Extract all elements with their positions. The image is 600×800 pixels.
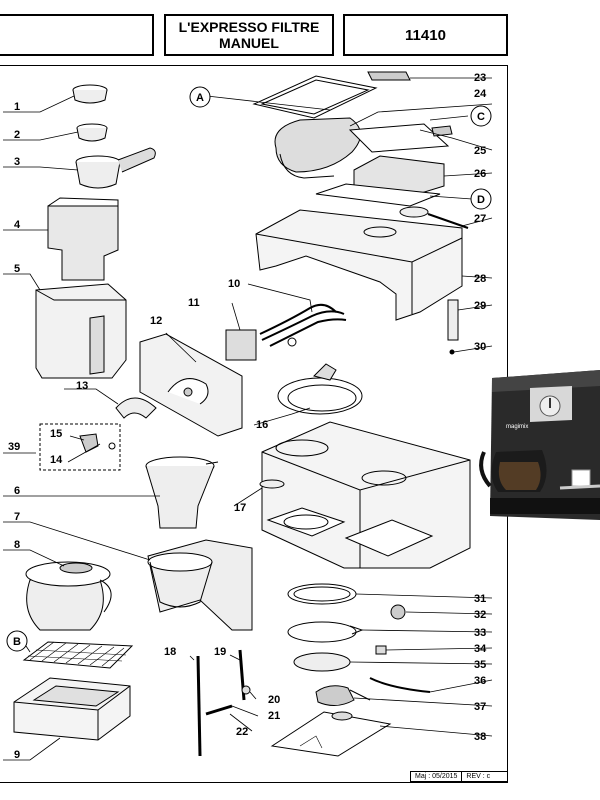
header-left-box (0, 14, 154, 56)
revision-footer: Maj : 05/2015 REV : c (410, 771, 508, 782)
part-4-drawing (47, 197, 119, 281)
part-37-drawing (315, 685, 371, 706)
part-20-drawing (241, 685, 251, 695)
part-number-7: 7 (14, 511, 20, 523)
product-photo: magimix (479, 370, 600, 520)
part-number-15: 15 (50, 428, 62, 440)
part-34-drawing (375, 645, 387, 655)
part-29-drawing (447, 299, 459, 341)
part-number-29: 29 (474, 300, 486, 312)
footer-rev: REV : c (466, 773, 491, 780)
svg-text:B: B (13, 636, 21, 648)
part-numbers: 1 2 3 4 5 6 7 8 9 10 11 12 13 14 15 16 1… (8, 72, 487, 761)
title-line-2: MANUEL (219, 35, 279, 51)
part-number-27: 27 (474, 213, 486, 225)
part-D-plate-drawing (315, 183, 441, 207)
part-17-drawing (259, 479, 285, 489)
letter-B-callout: B (6, 630, 28, 652)
part-number-21: 21 (268, 710, 280, 722)
part-number-9: 9 (14, 749, 20, 761)
part-2-drawing (76, 123, 108, 142)
part-number-30: 30 (474, 341, 486, 353)
part-35-drawing (293, 652, 351, 672)
part-number-22: 22 (236, 726, 248, 738)
letter-D-callout: D (470, 188, 492, 210)
part-16-drawing (277, 363, 363, 415)
part-number-19: 19 (214, 646, 226, 658)
part-number-1: 1 (14, 101, 20, 113)
part-12-drawing (139, 333, 243, 437)
part-number-24: 24 (474, 88, 487, 100)
part-25-drawing (431, 125, 453, 137)
part-28-drawing (255, 209, 463, 321)
base-drawing (261, 421, 471, 569)
part-number-8: 8 (14, 539, 20, 551)
part-number-13: 13 (76, 380, 88, 392)
part-33-drawing (287, 621, 364, 643)
part-number-2: 2 (14, 129, 20, 141)
part-number-10: 10 (228, 278, 240, 290)
part-number-4: 4 (14, 219, 21, 231)
part-number-33: 33 (474, 627, 486, 639)
part-number-20: 20 (268, 694, 280, 706)
part-number-23: 23 (474, 72, 486, 84)
part-number-6: 6 (14, 485, 20, 497)
part-number-31: 31 (474, 593, 486, 605)
part-number-39: 39 (8, 441, 20, 453)
part-number-37: 37 (474, 701, 486, 713)
part-7-drawing (147, 539, 253, 631)
part-number-38: 38 (474, 731, 486, 743)
part-A-lid-drawing (252, 75, 378, 119)
part-number-36: 36 (474, 675, 486, 687)
part-number-35: 35 (474, 659, 486, 671)
part-23-drawing (367, 71, 411, 81)
photo-brand-text: magimix (506, 424, 528, 430)
part-13-drawing (115, 397, 157, 419)
svg-text:C: C (477, 111, 485, 123)
part-5-drawing (35, 283, 127, 379)
letter-C-callout: C (470, 105, 492, 127)
part-24-drawing (274, 117, 361, 179)
part-number-32: 32 (474, 609, 486, 621)
part-1-drawing (72, 84, 108, 104)
document-title: L'EXPRESSO FILTRE MANUEL (164, 14, 334, 56)
leader-lines (3, 77, 493, 761)
title-line-1: L'EXPRESSO FILTRE (178, 19, 320, 35)
part-31-drawing (287, 583, 357, 605)
part-number-17: 17 (234, 502, 246, 514)
part-number-25: 25 (474, 145, 486, 157)
letter-A-callout: A (189, 86, 211, 108)
part-10-11-wiring-drawing (225, 303, 347, 361)
part-number-3: 3 (14, 156, 20, 168)
part-number-26: 26 (474, 168, 486, 180)
part-number-5: 5 (14, 263, 20, 275)
part-number-14: 14 (50, 454, 63, 466)
part-number-12: 12 (150, 315, 162, 327)
part-30-drawing (449, 349, 455, 355)
part-number-28: 28 (474, 273, 486, 285)
part-32-drawing (390, 604, 406, 620)
reference-number: 11410 (343, 14, 508, 56)
part-21-22-drawing (205, 704, 233, 716)
part-number-18: 18 (164, 646, 176, 658)
svg-text:A: A (196, 92, 204, 104)
part-number-11: 11 (188, 297, 200, 309)
footer-maj: Maj : 05/2015 (415, 773, 458, 780)
part-9-drawing (13, 677, 131, 741)
part-36-drawing (369, 677, 431, 693)
part-B-grid-drawing (22, 641, 134, 669)
part-8-drawing (25, 561, 112, 631)
part-number-16: 16 (256, 419, 268, 431)
part-27-drawing (399, 206, 469, 229)
part-18-drawing (196, 655, 202, 757)
part-38-drawing (270, 711, 392, 757)
part-6-drawing (145, 456, 219, 529)
part-3-drawing (75, 147, 156, 189)
svg-text:D: D (477, 194, 485, 206)
part-number-34: 34 (474, 643, 487, 655)
